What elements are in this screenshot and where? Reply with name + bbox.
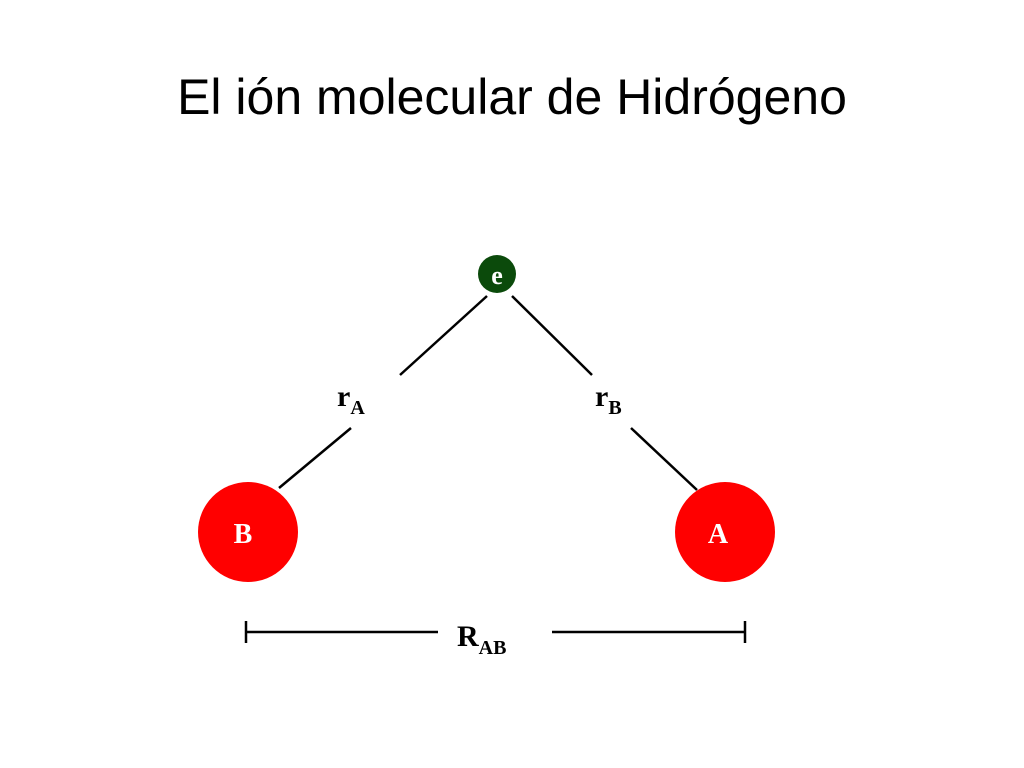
- ra-subscript: A: [350, 397, 365, 419]
- ra-label: rA: [337, 380, 365, 419]
- line-ra-lower: [278, 427, 352, 489]
- rb-subscript: B: [608, 397, 621, 419]
- line-rb-lower: [630, 427, 698, 491]
- nucleus-b-label: B: [234, 519, 253, 550]
- electron-circle: [478, 255, 516, 293]
- slide-title: El ión molecular de Hidrógeno: [177, 69, 847, 125]
- line-rb-upper: [511, 295, 593, 376]
- electron-label: e: [491, 261, 503, 290]
- rab-main: R: [457, 620, 479, 653]
- rb-main: r: [595, 380, 608, 413]
- rab-label: RAB: [457, 620, 506, 659]
- rb-label: rB: [595, 380, 622, 419]
- rab-subscript: AB: [479, 637, 507, 659]
- nucleus-a-label: A: [708, 519, 729, 550]
- line-ra-upper: [399, 295, 488, 376]
- ra-main: r: [337, 380, 350, 413]
- nucleus-a-circle: [675, 482, 775, 582]
- nucleus-b-circle: [198, 482, 298, 582]
